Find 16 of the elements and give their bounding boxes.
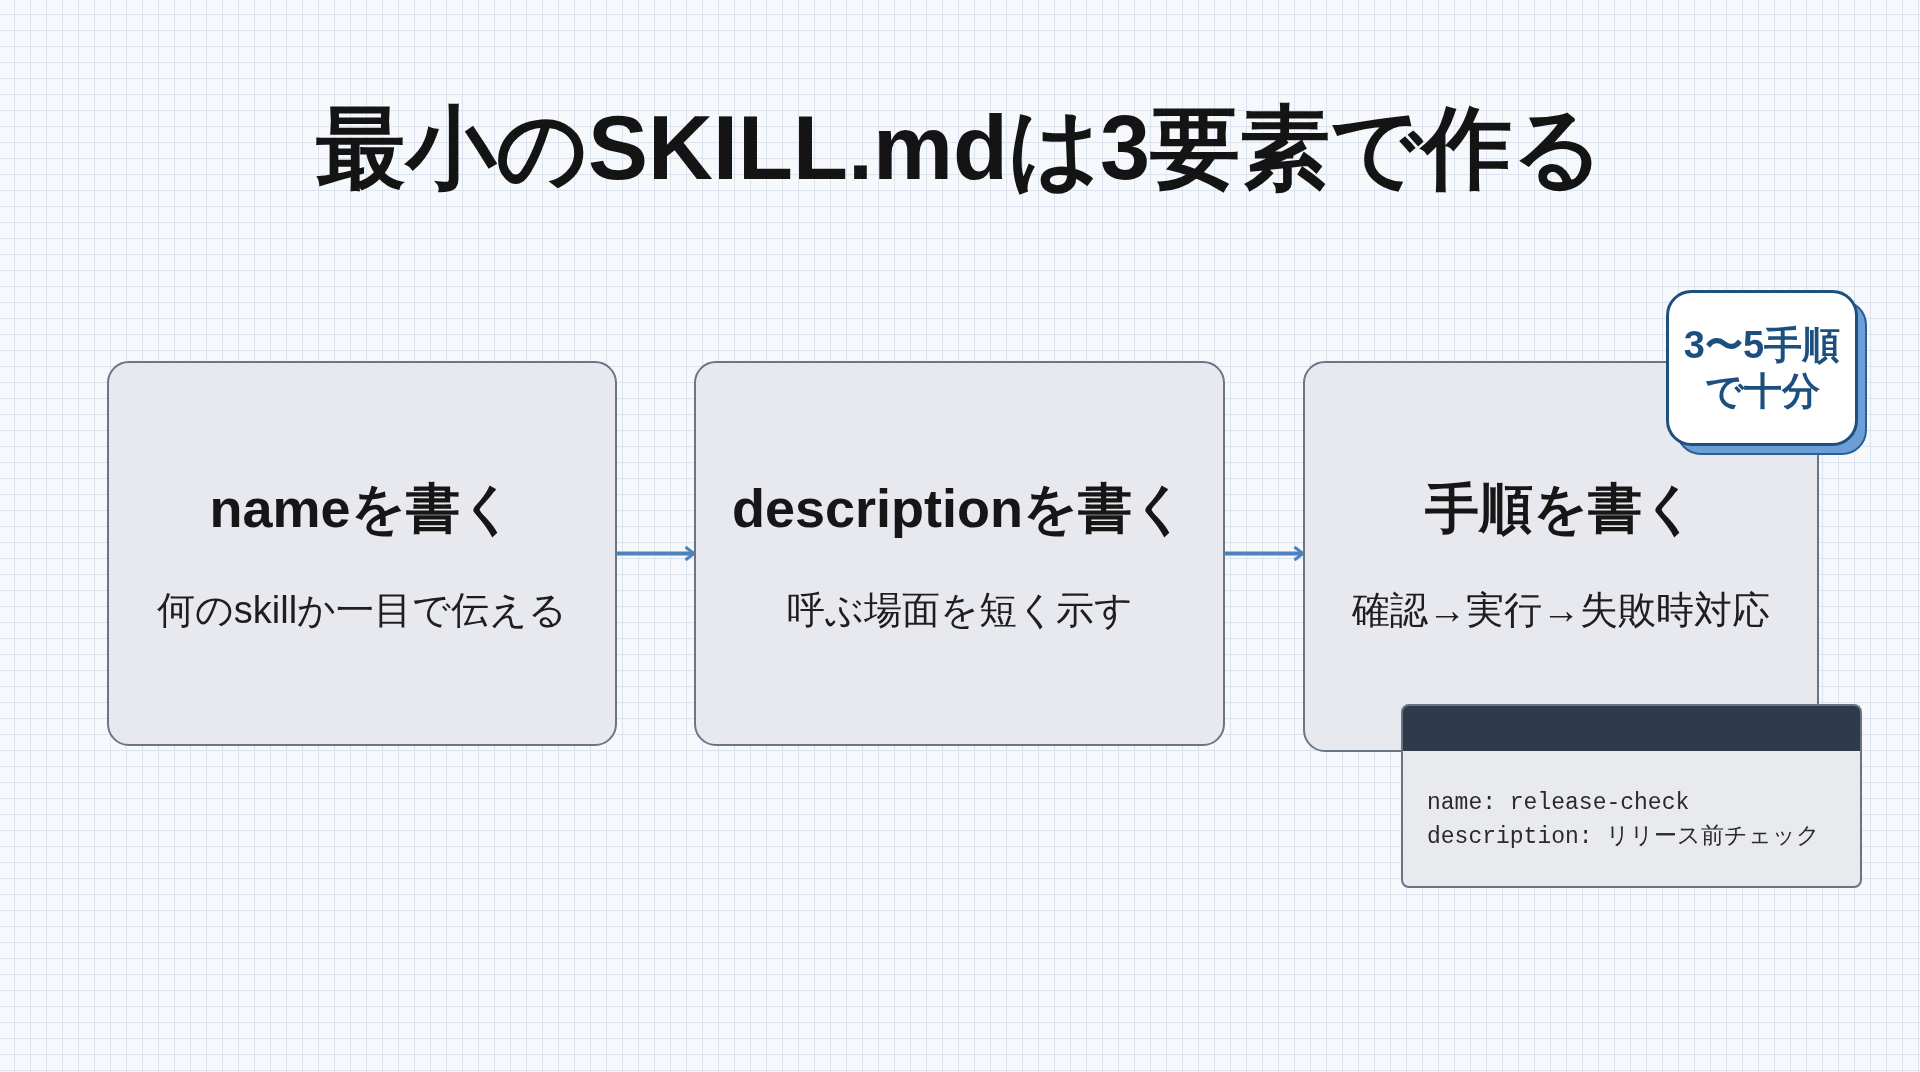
step-title: 手順を書く [1425, 477, 1697, 540]
process-box [694, 361, 1225, 746]
title: 最小のSKILL.mdは3要素で作る [316, 97, 1604, 200]
code-line: description: リリース前チェック [1427, 823, 1821, 852]
step-title: descriptionを書く [732, 477, 1187, 540]
step-title: nameを書く [209, 477, 515, 540]
step-description: 確認→実行→失敗時対応 [1352, 588, 1770, 633]
process-box [107, 361, 617, 746]
code-line: name: release-check [1427, 789, 1690, 818]
note-text: 3〜5手順で十分 [1682, 323, 1842, 414]
arrow [617, 545, 696, 562]
code-card [1401, 704, 1862, 888]
step-description: 何のskillか一目で伝える [156, 588, 568, 633]
arrow [1225, 545, 1305, 562]
step-description: 呼ぶ場面を短く示す [786, 588, 1133, 633]
note-badge [1666, 290, 1868, 456]
